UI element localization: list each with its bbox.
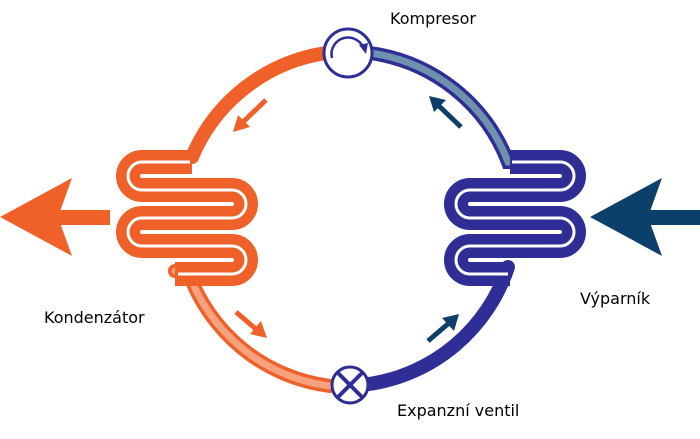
flow-arrow-upper-left-icon: [233, 98, 268, 132]
heat-out-arrow-icon: [0, 178, 110, 256]
flow-arrow-lower-left-icon: [234, 310, 267, 338]
heat-in-arrow-icon: [590, 178, 700, 256]
compressor-icon: [322, 27, 374, 79]
evaporator-label: Výparník: [580, 289, 651, 308]
cold-liquid-pipe: [362, 260, 515, 391]
flow-arrow-lower-right-icon: [426, 314, 459, 343]
cool-gas-pipe: [366, 49, 532, 166]
condenser-label: Kondenzátor: [44, 308, 145, 327]
hot-gas-pipe: [185, 46, 333, 164]
expansion-valve-icon: [330, 365, 370, 405]
evaporator-coil: [444, 150, 586, 286]
expansion-valve-label: Expanzní ventil: [397, 401, 520, 420]
compressor-label: Kompresor: [390, 9, 476, 28]
flow-arrow-upper-right-icon: [429, 96, 463, 129]
condenser-coil: [116, 150, 258, 286]
